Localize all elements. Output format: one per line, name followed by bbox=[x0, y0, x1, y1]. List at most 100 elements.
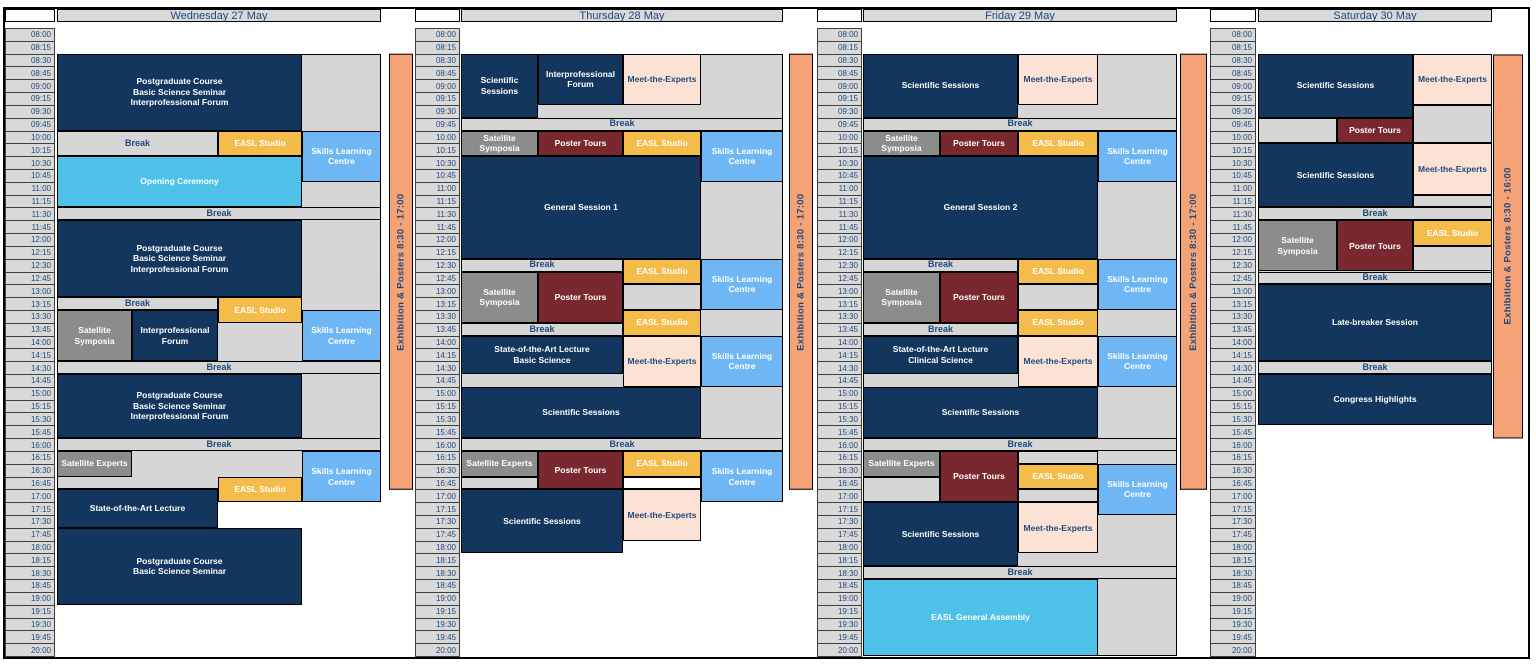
time-label: 09:45 bbox=[1210, 117, 1256, 132]
time-label: 19:45 bbox=[817, 630, 862, 645]
satellite-symposia-block[interactable]: Satellite Symposia bbox=[57, 309, 132, 362]
scientific-sessions-block[interactable]: Scientific Sessions bbox=[863, 386, 1098, 439]
time-label: 18:45 bbox=[415, 579, 460, 593]
postgraduate-course-basic-science-seminar-block[interactable]: Postgraduate Course Basic Science Semina… bbox=[57, 527, 302, 605]
skills-learning-centre-block[interactable]: Skills Learning Centre bbox=[302, 130, 381, 182]
meet-the-experts-block[interactable]: Meet-the-Experts bbox=[623, 489, 701, 541]
poster-tours-block[interactable]: Poster Tours bbox=[1337, 220, 1413, 272]
poster-tours-block[interactable]: Poster Tours bbox=[538, 271, 623, 323]
skills-learning-centre-block[interactable]: Skills Learning Centre bbox=[302, 309, 381, 362]
easl-studio-block[interactable]: EASL Studio bbox=[623, 450, 701, 477]
time-label: 10:30 bbox=[1210, 156, 1256, 170]
meet-the-experts-block[interactable]: Meet-the-Experts bbox=[1018, 502, 1098, 554]
easl-studio-block[interactable]: EASL Studio bbox=[623, 130, 701, 157]
easl-studio-block[interactable]: EASL Studio bbox=[218, 476, 302, 503]
scientific-sessions-block[interactable]: Scientific Sessions bbox=[1258, 143, 1413, 208]
time-label: 08:30 bbox=[415, 53, 460, 68]
postgraduate-course-basic-science-seminar--block[interactable]: Postgraduate Course Basic Science Semina… bbox=[57, 220, 302, 298]
poster-tours-block[interactable]: Poster Tours bbox=[538, 450, 623, 490]
exhibition-posters-strip: Exhibition & Posters 8:30 - 17:00 bbox=[789, 53, 813, 490]
time-label: 09:00 bbox=[415, 79, 460, 94]
state-of-the-art-lecture-clinical-science-block[interactable]: State-of-the-Art Lecture Clinical Scienc… bbox=[863, 335, 1018, 375]
easl-studio-block[interactable]: EASL Studio bbox=[1018, 258, 1098, 285]
meet-the-experts-block[interactable]: Meet-the-Experts bbox=[1018, 335, 1098, 387]
meet-the-experts-block[interactable]: Meet-the-Experts bbox=[1413, 143, 1492, 195]
postgraduate-course-basic-science-seminar--block[interactable]: Postgraduate Course Basic Science Semina… bbox=[57, 53, 302, 131]
poster-tours-block[interactable]: Poster Tours bbox=[538, 130, 623, 157]
postgraduate-course-basic-science-seminar--block[interactable]: Postgraduate Course Basic Science Semina… bbox=[57, 374, 302, 439]
interprofessional-forum-block[interactable]: Interprofessional Forum bbox=[132, 309, 218, 362]
skills-learning-centre-block[interactable]: Skills Learning Centre bbox=[1098, 335, 1177, 387]
late-breaker-session-block[interactable]: Late-breaker Session bbox=[1258, 284, 1492, 362]
time-label: 15:00 bbox=[817, 386, 862, 401]
time-label: 14:45 bbox=[1210, 374, 1256, 388]
time-label: 15:30 bbox=[5, 412, 55, 427]
time-label: 08:00 bbox=[1210, 28, 1256, 42]
time-label: 19:15 bbox=[1210, 604, 1256, 619]
skills-learning-centre-block[interactable]: Skills Learning Centre bbox=[701, 450, 783, 503]
scientific-sessions-block[interactable]: Scientific Sessions bbox=[1258, 53, 1413, 118]
congress-highlights-block[interactable]: Congress Highlights bbox=[1258, 374, 1492, 426]
time-label: 19:30 bbox=[817, 617, 862, 632]
time-label: 16:30 bbox=[415, 463, 460, 478]
satellite-symposia-block[interactable]: Satellite Symposia bbox=[461, 271, 538, 323]
poster-tours-block[interactable]: Poster Tours bbox=[940, 271, 1018, 323]
easl-studio-block[interactable]: EASL Studio bbox=[1018, 130, 1098, 157]
satellite-symposia-block[interactable]: Satellite Symposia bbox=[1258, 220, 1337, 272]
easl-general-assembly-block[interactable]: EASL General Assembly bbox=[863, 579, 1098, 656]
poster-tours-block[interactable]: Poster Tours bbox=[940, 450, 1018, 503]
time-label: 14:15 bbox=[415, 348, 460, 363]
time-label: 10:00 bbox=[5, 130, 55, 145]
satellite-experts-block[interactable]: Satellite Experts bbox=[461, 450, 538, 477]
easl-studio-block[interactable]: EASL Studio bbox=[1413, 220, 1492, 246]
time-label: 12:15 bbox=[817, 245, 862, 260]
easl-studio-block[interactable]: EASL Studio bbox=[218, 297, 302, 323]
skills-learning-centre-block[interactable]: Skills Learning Centre bbox=[1098, 258, 1177, 310]
meet-the-experts-block[interactable]: Meet-the-Experts bbox=[1413, 53, 1492, 105]
skills-learning-centre-block[interactable]: Skills Learning Centre bbox=[302, 450, 381, 503]
time-label: 11:00 bbox=[1210, 181, 1256, 196]
state-of-the-art-lecture-block[interactable]: State-of-the-Art Lecture bbox=[57, 489, 218, 528]
satellite-symposia-block[interactable]: Satellite Symposia bbox=[863, 130, 940, 157]
easl-studio-block[interactable]: EASL Studio bbox=[218, 130, 302, 157]
time-label: 13:15 bbox=[5, 297, 55, 311]
easl-studio-block[interactable]: EASL Studio bbox=[1018, 463, 1098, 490]
skills-learning-centre-block[interactable]: Skills Learning Centre bbox=[701, 335, 783, 387]
satellite-symposia-block[interactable]: Satellite Symposia bbox=[461, 130, 538, 157]
easl-studio-block[interactable]: EASL Studio bbox=[623, 309, 701, 336]
scientific-sessions-block[interactable]: Scientific Sessions bbox=[863, 502, 1018, 567]
meet-the-experts-block[interactable]: Meet-the-Experts bbox=[1018, 53, 1098, 105]
scientific-sessions-block[interactable]: Scientific Sessions bbox=[461, 386, 701, 439]
meet-the-experts-block[interactable]: Meet-the-Experts bbox=[623, 53, 701, 105]
poster-tours-block[interactable]: Poster Tours bbox=[940, 130, 1018, 157]
break-row: Break bbox=[57, 297, 218, 310]
easl-studio-block[interactable]: EASL Studio bbox=[623, 258, 701, 285]
time-label: 15:45 bbox=[415, 425, 460, 440]
easl-studio-block[interactable]: EASL Studio bbox=[1018, 309, 1098, 336]
white-filler bbox=[623, 476, 701, 490]
skills-learning-centre-block[interactable]: Skills Learning Centre bbox=[1098, 463, 1177, 515]
opening-ceremony-block[interactable]: Opening Ceremony bbox=[57, 156, 302, 208]
general-session-1-block[interactable]: General Session 1 bbox=[461, 156, 701, 259]
skills-learning-centre-block[interactable]: Skills Learning Centre bbox=[701, 130, 783, 182]
break-row: Break bbox=[1258, 207, 1492, 221]
meet-the-experts-block[interactable]: Meet-the-Experts bbox=[623, 335, 701, 387]
skills-learning-centre-block[interactable]: Skills Learning Centre bbox=[1098, 130, 1177, 182]
interprofessional-forum-block[interactable]: Interprofessional Forum bbox=[538, 53, 623, 105]
time-label: 12:00 bbox=[415, 233, 460, 247]
break-row: Break bbox=[57, 130, 218, 157]
time-label: 14:00 bbox=[5, 335, 55, 350]
scientific-sessions-block[interactable]: Scientific Sessions bbox=[461, 489, 623, 554]
time-label: 11:15 bbox=[5, 194, 55, 209]
poster-tours-block[interactable]: Poster Tours bbox=[1337, 117, 1413, 144]
break-row: Break bbox=[863, 322, 1018, 336]
general-session-2-block[interactable]: General Session 2 bbox=[863, 156, 1098, 259]
scientific-sessions-block[interactable]: Scientific Sessions bbox=[461, 53, 538, 118]
state-of-the-art-lecture-basic-science-block[interactable]: State-of-the-Art Lecture Basic Science bbox=[461, 335, 623, 375]
satellite-experts-block[interactable]: Satellite Experts bbox=[57, 450, 132, 477]
scientific-sessions-block[interactable]: Scientific Sessions bbox=[863, 53, 1018, 118]
skills-learning-centre-block[interactable]: Skills Learning Centre bbox=[701, 258, 783, 310]
time-label: 16:45 bbox=[817, 476, 862, 491]
satellite-experts-block[interactable]: Satellite Experts bbox=[863, 450, 940, 477]
satellite-symposia-block[interactable]: Satellite Symposia bbox=[863, 271, 940, 323]
